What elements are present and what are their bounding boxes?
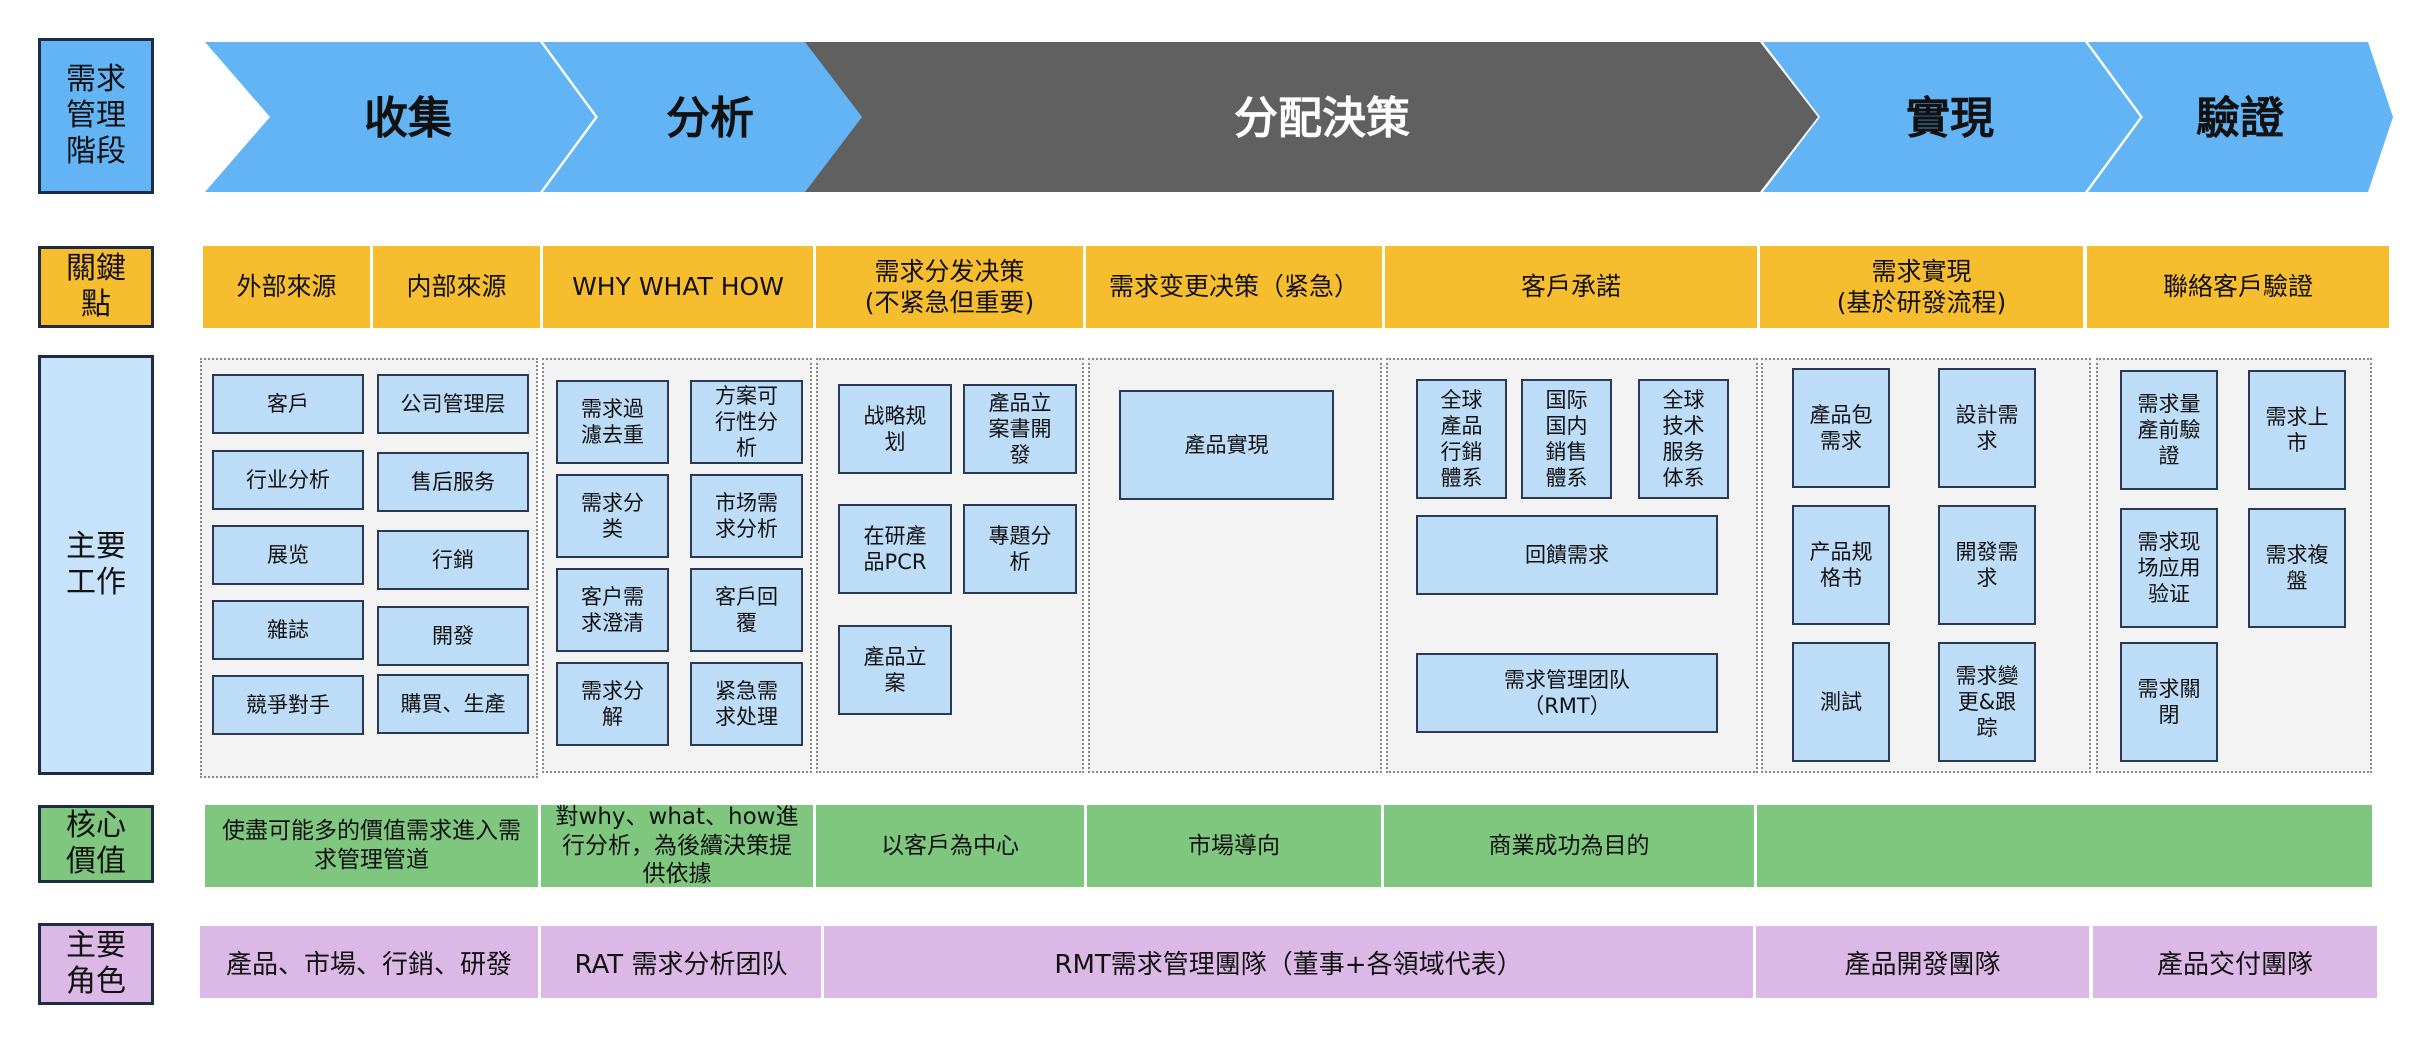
key-point-commitment: 客戶承諾 (1385, 246, 1757, 328)
work-item: 需求變 更&跟 踪 (1938, 642, 2036, 762)
stage-arrow-realize (1763, 42, 2140, 192)
role-collect: 產品、市場、行銷、研發 (200, 926, 538, 998)
work-item: 回饋需求 (1416, 515, 1718, 595)
work-item: 方案可 行性分 析 (690, 380, 803, 464)
stage-label-collect: 收集 (364, 93, 452, 144)
stage-label-analyze: 分析 (666, 93, 754, 144)
role-analyze: RAT 需求分析团队 (541, 926, 821, 998)
work-item: 客戶回 覆 (690, 568, 803, 652)
work-item: 在研產 品PCR (838, 504, 952, 594)
work-item: 購買、生產 (377, 674, 529, 734)
core-value-empty (1757, 805, 2372, 887)
key-point-urgent-decision: 需求变更决策（紧急） (1086, 246, 1382, 328)
work-item: 行业分析 (212, 450, 364, 510)
work-item: 全球 技术 服务 体系 (1638, 379, 1729, 499)
work-item: 客户需 求澄清 (556, 568, 669, 652)
row-label-stage: 需求 管理 階段 (38, 38, 154, 194)
row-label-core-value: 核心 價值 (38, 805, 154, 883)
key-point-external: 外部來源 (203, 246, 370, 328)
role-decision: RMT需求管理團隊（董事+各領域代表） (824, 926, 1753, 998)
work-item: 雜誌 (212, 600, 364, 660)
work-item: 需求分 解 (556, 662, 669, 746)
work-item: 紧急需 求处理 (690, 662, 803, 746)
work-item: 公司管理层 (377, 374, 529, 434)
work-item: 需求现 场应用 验证 (2120, 508, 2218, 628)
stage-arrow-collect (205, 42, 595, 192)
core-value-market-oriented: 市場導向 (1087, 805, 1381, 887)
work-item: 展览 (212, 525, 364, 585)
work-item: 需求量 產前驗 證 (2120, 370, 2218, 490)
core-value-customer-centric: 以客戶為中心 (816, 805, 1084, 887)
work-item: 需求過 濾去重 (556, 380, 669, 464)
work-item: 全球 產品 行銷 體系 (1416, 379, 1507, 499)
core-value-collect: 使盡可能多的價值需求進入需 求管理管道 (205, 805, 538, 887)
work-item: 需求管理团队 （RMT） (1416, 653, 1718, 733)
work-item: 產品包 需求 (1792, 368, 1890, 488)
stage-label-realize: 實現 (1906, 93, 1994, 144)
row-label-main-work: 主要 工作 (38, 355, 154, 775)
work-item: 产品规 格书 (1792, 505, 1890, 625)
row-label-main-roles: 主要 角色 (38, 923, 154, 1005)
row-label-key-points: 關鍵 點 (38, 246, 154, 328)
key-point-non-urgent-decision: 需求分发决策 (不紧急但重要) (816, 246, 1083, 328)
stage-arrow-verify (2088, 42, 2393, 192)
work-item: 產品實現 (1119, 390, 1334, 500)
work-item: 競爭對手 (212, 675, 364, 735)
role-verify: 產品交付團隊 (2093, 926, 2377, 998)
stage-arrows: 收集 分析 分配決策 實現 驗證 (205, 42, 2393, 192)
core-value-analyze: 對why、what、how進 行分析，為後續決策提 供依據 (541, 804, 813, 887)
work-item: 需求上 市 (2248, 370, 2346, 490)
work-item: 專題分 析 (963, 504, 1077, 594)
key-point-realization: 需求實現 (基於研發流程) (1760, 246, 2083, 328)
work-item: 国际 国内 銷售 體系 (1521, 379, 1612, 499)
key-point-why-what-how: WHY WHAT HOW (543, 246, 813, 328)
work-item: 客戶 (212, 374, 364, 434)
role-realize: 產品開發團隊 (1756, 926, 2089, 998)
work-item: 設計需 求 (1938, 368, 2036, 488)
work-item: 市场需 求分析 (690, 474, 803, 558)
work-item: 需求關 閉 (2120, 642, 2218, 762)
stage-arrow-analyze (543, 42, 877, 192)
core-value-business-success: 商業成功為目的 (1384, 805, 1754, 887)
work-item: 開發 (377, 606, 529, 666)
stage-label-verify: 驗證 (2196, 93, 2285, 144)
key-point-verification: 聯絡客戶驗證 (2087, 246, 2389, 328)
work-item: 開發需 求 (1938, 505, 2036, 625)
work-item: 需求複 盤 (2248, 508, 2346, 628)
work-item: 需求分 类 (556, 474, 669, 558)
work-item: 產品立 案書開 發 (963, 384, 1077, 474)
work-item: 行銷 (377, 530, 529, 590)
stage-arrow-decision (805, 42, 1818, 192)
work-item: 售后服务 (377, 452, 529, 512)
work-item: 產品立 案 (838, 625, 952, 715)
work-item: 战略规 划 (838, 384, 952, 474)
work-item: 測試 (1792, 642, 1890, 762)
key-point-internal: 内部來源 (373, 246, 540, 328)
stage-label-decision: 分配決策 (1234, 93, 1410, 144)
